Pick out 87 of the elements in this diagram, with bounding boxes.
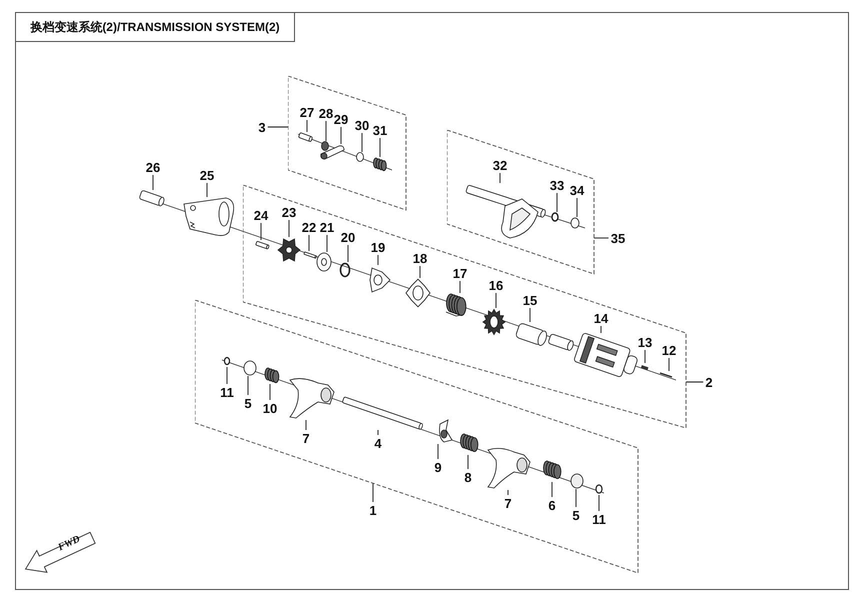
shift-fork-drawing — [288, 375, 336, 420]
callout-number: 14 — [592, 311, 610, 325]
pin-drawing — [303, 251, 317, 259]
callout-number: 23 — [280, 205, 298, 219]
spring-drawing — [373, 157, 386, 172]
leader-line — [206, 182, 208, 198]
circlip-drawing — [339, 262, 351, 278]
bolt-drawing — [255, 240, 269, 250]
spring-drawing — [639, 363, 650, 372]
direction-label: FWD — [56, 534, 82, 554]
callout-number: 5 — [571, 508, 581, 522]
callout-number: 17 — [452, 266, 468, 280]
ring-drawing — [595, 484, 604, 495]
callout-number: 25 — [198, 168, 216, 182]
leader-line — [288, 220, 290, 238]
leader-line — [152, 174, 154, 190]
callout-number: 32 — [492, 158, 508, 172]
link-arm-drawing — [320, 144, 345, 160]
shift-arm-drawing — [437, 418, 454, 444]
gear-drawing — [482, 308, 506, 335]
leader-line — [372, 482, 374, 502]
leader-line — [326, 234, 328, 252]
sleeve-drawing — [514, 322, 545, 347]
leader-line — [598, 494, 600, 512]
spring-drawing — [264, 367, 280, 384]
washer-drawing — [316, 252, 332, 272]
ring-drawing — [223, 356, 232, 367]
callout-number: 24 — [252, 208, 270, 222]
callout-number: 34 — [568, 183, 586, 197]
callout-number: 11 — [590, 512, 608, 526]
leader-line — [226, 366, 228, 384]
leader-line — [260, 222, 262, 240]
callout-number: 13 — [636, 335, 654, 349]
washer-drawing — [321, 141, 330, 151]
callout-number: 31 — [372, 123, 388, 137]
bearing-drawing — [243, 360, 257, 376]
spring-drawing — [459, 433, 480, 455]
bolt-drawing — [298, 132, 313, 143]
callout-number: 29 — [332, 112, 350, 126]
callout-number: 11 — [218, 385, 236, 399]
star-cam-drawing — [277, 237, 302, 263]
callout-number: 16 — [488, 278, 504, 292]
leader-line — [556, 192, 558, 212]
shift-fork-drawing — [486, 445, 532, 490]
callout-number: 5 — [243, 396, 253, 410]
callout-number: 26 — [144, 160, 162, 174]
callout-number: 4 — [373, 436, 383, 450]
spring-drawing — [542, 460, 563, 482]
shift-plate-drawing — [183, 197, 235, 237]
callout-number: 2 — [704, 375, 714, 389]
spring-drawing — [445, 293, 466, 318]
leader-line — [267, 126, 288, 128]
callout-number: 7 — [301, 431, 311, 445]
callout-number: 8 — [463, 470, 473, 484]
leader-line — [668, 358, 670, 372]
washer-drawing — [356, 152, 365, 162]
callout-number: 6 — [547, 498, 557, 512]
callout-number: 30 — [354, 118, 370, 132]
callout-number: 27 — [298, 105, 316, 119]
callout-number: 7 — [503, 496, 513, 510]
leader-line — [600, 326, 602, 334]
bearing-drawing — [570, 473, 584, 489]
washer-drawing — [570, 217, 581, 229]
callout-number: 1 — [368, 503, 378, 517]
callout-number: 12 — [660, 343, 678, 357]
callout-number: 20 — [340, 230, 356, 244]
callout-number: 21 — [318, 220, 336, 234]
pin-drawing — [658, 371, 674, 379]
callout-number: 28 — [318, 106, 334, 120]
callout-number: 10 — [262, 401, 278, 415]
callout-number: 9 — [433, 460, 443, 474]
callout-number: 19 — [370, 240, 386, 254]
callout-number: 18 — [412, 251, 428, 265]
callout-number: 22 — [300, 220, 318, 234]
title: 换档变速系统(2)/TRANSMISSION SYSTEM(2) — [15, 12, 295, 42]
callout-number: 3 — [257, 120, 267, 134]
leader-line — [576, 198, 578, 218]
callout-number: 35 — [610, 231, 626, 245]
leader-line — [644, 350, 646, 364]
leader-line — [340, 126, 342, 144]
stopper-plate-drawing — [405, 278, 431, 308]
callout-number: 33 — [548, 178, 566, 192]
leader-line — [306, 120, 308, 132]
ring-drawing — [551, 212, 560, 223]
leader-line — [308, 234, 310, 252]
pin-drawing — [139, 190, 164, 207]
callout-number: 15 — [522, 293, 538, 307]
